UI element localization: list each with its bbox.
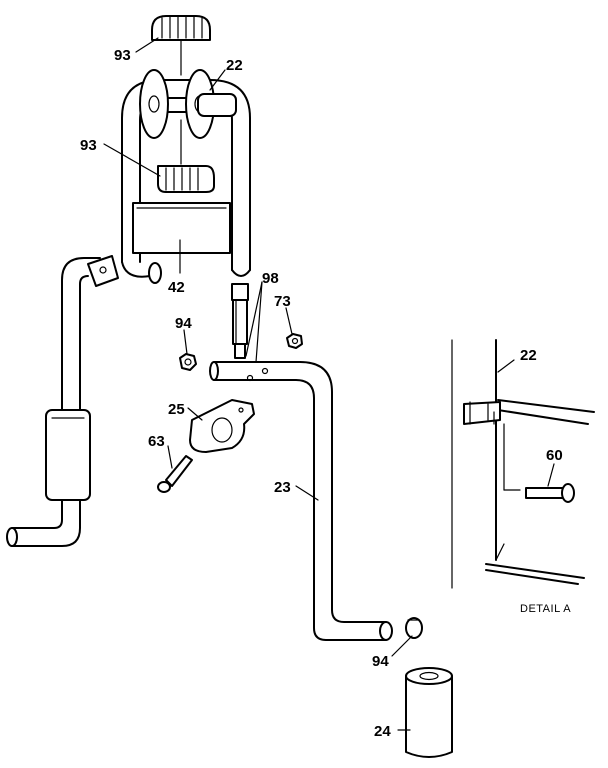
callout-73-nut: 73 <box>274 293 291 310</box>
callout-93-top: 93 <box>114 47 131 64</box>
nut-94-left <box>179 353 197 371</box>
left-rail <box>6 255 162 547</box>
callout-94-bottom: 94 <box>372 653 389 670</box>
callout-labels: 93 22 93 42 98 73 94 25 63 23 94 24 22 6… <box>80 47 571 740</box>
tube-24 <box>405 667 453 758</box>
callout-98-stud: 98 <box>262 270 279 287</box>
callout-22-detail: 22 <box>520 347 537 364</box>
clip-93-mid <box>157 119 215 193</box>
callout-24-tube: 24 <box>374 723 391 740</box>
callout-22-frame: 22 <box>226 57 243 74</box>
clip-93-top <box>151 15 211 76</box>
reel-assembly <box>139 69 237 139</box>
bracket-25 <box>189 399 255 453</box>
cap-94-bottom <box>405 617 423 639</box>
callout-60-screw: 60 <box>546 447 563 464</box>
callout-63-screw: 63 <box>148 433 165 450</box>
detail-a-caption: DETAIL A <box>520 603 571 615</box>
screw-63 <box>157 455 193 493</box>
callout-25-bracket: 25 <box>168 401 185 418</box>
nut-73 <box>286 333 303 349</box>
callout-93-mid: 93 <box>80 137 97 154</box>
lower-handle-23 <box>209 361 393 641</box>
callout-42-plate: 42 <box>168 279 185 296</box>
leader-lines <box>103 37 555 731</box>
detail-a-view <box>451 339 595 589</box>
callout-23-handle: 23 <box>274 479 291 496</box>
callout-94-left: 94 <box>175 315 192 332</box>
stud-98 <box>231 283 249 359</box>
label-plate-42 <box>132 202 231 254</box>
